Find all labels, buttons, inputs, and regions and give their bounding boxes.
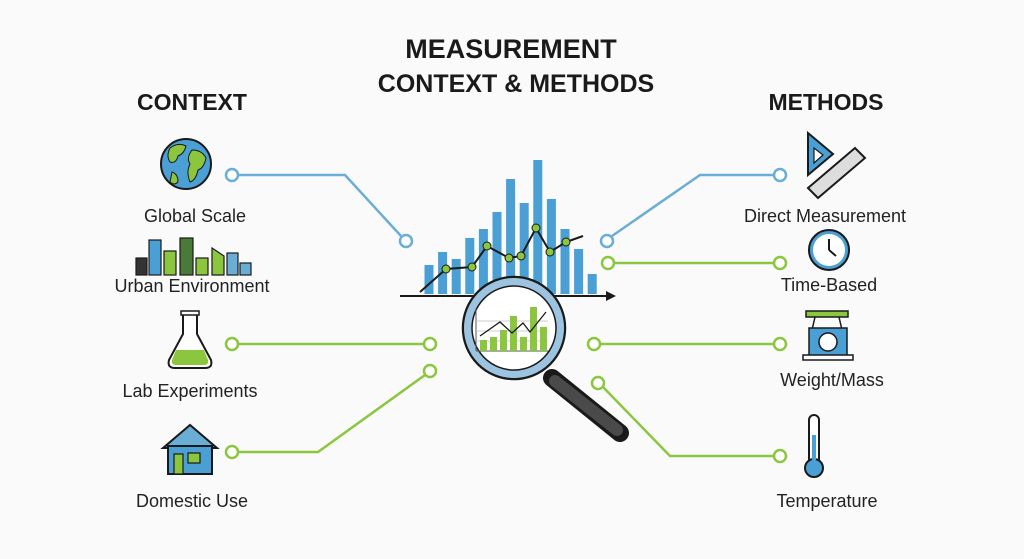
node	[224, 167, 240, 183]
node	[224, 336, 240, 352]
node	[772, 167, 788, 183]
flask-icon	[167, 310, 213, 369]
node	[772, 255, 788, 271]
node	[772, 448, 788, 464]
chart-bar	[574, 249, 584, 294]
zoomed-bar	[510, 316, 517, 351]
zoomed-bar	[490, 337, 497, 351]
trend-point	[467, 262, 477, 272]
node	[586, 336, 602, 352]
chart-bar	[546, 199, 556, 294]
label-temperature: Temperature	[776, 491, 877, 511]
node	[398, 233, 414, 249]
label-direct-measurement: Direct Measurement	[744, 206, 906, 226]
zoomed-bar	[530, 307, 537, 351]
trend-point	[545, 247, 555, 257]
trend-point	[441, 264, 451, 274]
chart-bar	[478, 229, 488, 294]
connectors	[224, 167, 788, 464]
context-heading: CONTEXT	[137, 89, 247, 115]
zoomed-bar	[500, 330, 507, 351]
methods-heading: METHODS	[769, 89, 884, 115]
zoomed-bar	[520, 337, 527, 351]
title-line-2: CONTEXT & METHODS	[378, 70, 654, 98]
node	[772, 336, 788, 352]
magnifying-glass-icon	[461, 275, 629, 442]
zoomed-trend-line	[479, 311, 547, 337]
title-line-1: MEASUREMENT	[405, 34, 617, 64]
trend-line	[419, 225, 584, 293]
globe-icon	[160, 138, 212, 190]
chart-bar	[560, 229, 570, 294]
connector-direct-measurement	[611, 173, 774, 238]
chart-bar	[424, 265, 434, 294]
label-time-based: Time-Based	[781, 275, 877, 295]
trend-point	[561, 237, 571, 247]
label-urban-environment: Urban Environment	[114, 276, 269, 296]
city-icon	[135, 237, 252, 276]
chart-bar	[506, 179, 516, 294]
zoomed-bar	[540, 327, 547, 351]
chart-bar	[451, 259, 461, 294]
trend-point	[516, 251, 526, 261]
connector-temperature	[602, 386, 774, 458]
label-weight-mass: Weight/Mass	[780, 370, 884, 390]
connector-domestic-use	[238, 373, 426, 454]
trend-point	[482, 241, 492, 251]
scale-icon	[802, 310, 854, 361]
chart-bar	[492, 212, 502, 294]
house-icon	[160, 423, 220, 475]
chart-bar	[587, 274, 597, 294]
node	[422, 363, 438, 379]
label-lab-experiments: Lab Experiments	[122, 381, 257, 401]
ruler-triangle-icon	[806, 130, 867, 200]
trend-points	[441, 223, 571, 274]
central-bar-chart	[424, 160, 597, 294]
thermometer-icon	[804, 414, 824, 478]
node	[224, 444, 240, 460]
node	[600, 255, 616, 271]
label-global-scale: Global Scale	[144, 206, 246, 226]
clock-icon	[808, 229, 850, 271]
zoomed-chart	[475, 307, 548, 352]
connector-global-scale	[238, 173, 402, 237]
node	[422, 336, 438, 352]
node	[590, 375, 606, 391]
trend-point	[531, 223, 541, 233]
trend-point	[504, 253, 514, 263]
label-domestic-use: Domestic Use	[136, 491, 248, 511]
zoomed-bar	[480, 340, 487, 351]
node	[599, 233, 615, 249]
